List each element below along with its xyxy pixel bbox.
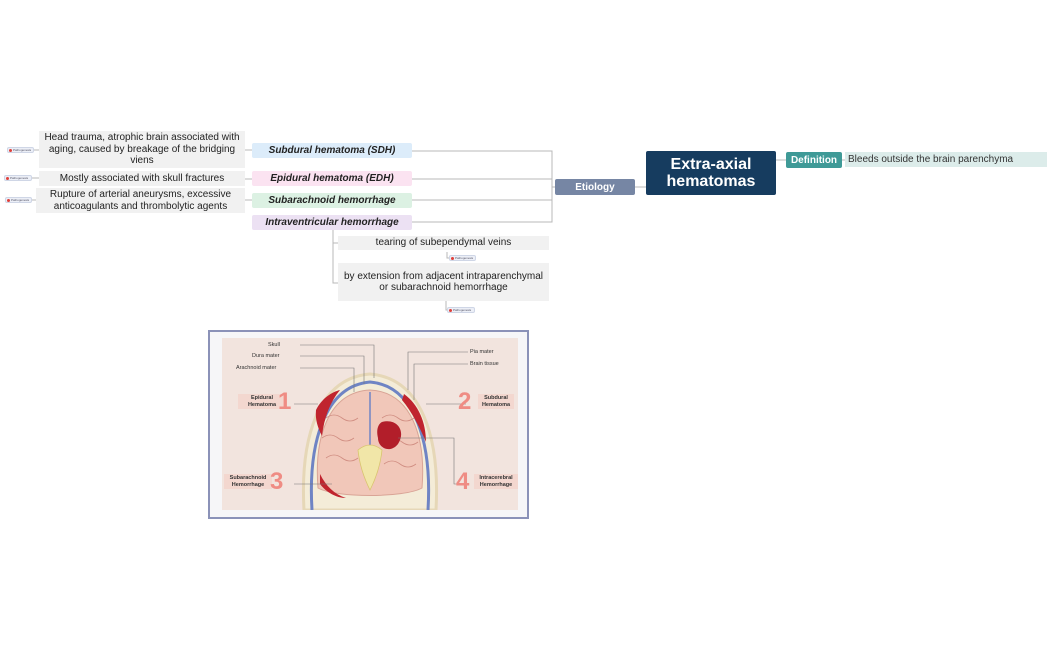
ivh-note-1[interactable]: tearing of subependymal veins <box>338 236 549 250</box>
pathogenesis-tag[interactable]: Pathogenesis <box>4 175 32 181</box>
pathogenesis-tag[interactable]: Pathogenesis <box>5 197 32 203</box>
definition-node[interactable]: Definition <box>786 152 842 168</box>
edh-note[interactable]: Mostly associated with skull fractures <box>39 171 245 186</box>
figure-canvas: Skull Dura mater Arachnoid mater Pia mat… <box>222 338 518 510</box>
subdural-hematoma-node[interactable]: Subdural hematoma (SDH) <box>252 143 412 158</box>
intraventricular-hemorrhage-node[interactable]: Intraventricular hemorrhage <box>252 215 412 230</box>
sdh-note[interactable]: Head trauma, atrophic brain associated w… <box>39 131 245 168</box>
brain-tissue-label: Brain tissue <box>470 361 499 367</box>
pia-mater-label: Pia mater <box>470 349 494 355</box>
epidural-hematoma-label: Epidural Hematoma <box>238 394 286 409</box>
label-number-3: 3 <box>270 468 284 495</box>
epidural-hematoma-node[interactable]: Epidural hematoma (EDH) <box>252 171 412 186</box>
label-number-4: 4 <box>456 468 470 495</box>
dura-mater-label: Dura mater <box>252 353 280 359</box>
ivh-note-2[interactable]: by extension from adjacent intraparenchy… <box>338 263 549 301</box>
red-dot-icon <box>9 148 12 152</box>
central-topic[interactable]: Extra-axial hematomas <box>646 151 776 195</box>
epidural-blood <box>315 390 340 436</box>
definition-text[interactable]: Bleeds outside the brain parenchyma <box>845 152 1047 167</box>
etiology-node[interactable]: Etiology <box>555 179 635 195</box>
subdural-blood <box>402 394 426 442</box>
dura-mater <box>309 380 431 510</box>
brain-illustration <box>294 344 468 510</box>
subdural-hematoma-label: Subdural Hematoma <box>478 394 514 409</box>
red-dot-icon <box>7 198 10 202</box>
subarachnoid-blood <box>320 474 346 498</box>
subarachnoid-hemorrhage-label: Subarachnoid Hemorrhage <box>224 474 272 489</box>
intracerebral-blood <box>377 421 402 450</box>
arachnoid-mater-label: Arachnoid mater <box>236 365 277 371</box>
label-number-1: 1 <box>278 388 292 415</box>
pathogenesis-tag[interactable]: Pathogenesis <box>449 255 476 261</box>
pathogenesis-tag[interactable]: Pathogenesis <box>447 307 475 313</box>
skull-label: Skull <box>268 342 280 348</box>
brain-hemorrhage-figure[interactable]: Skull Dura mater Arachnoid mater Pia mat… <box>208 330 529 519</box>
red-dot-icon <box>449 308 452 312</box>
red-dot-icon <box>451 256 454 260</box>
pathogenesis-tag[interactable]: Pathogenesis <box>7 147 34 153</box>
sah-note[interactable]: Rupture of arterial aneurysms, excessive… <box>36 188 245 213</box>
subarachnoid-hemorrhage-node[interactable]: Subarachnoid hemorrhage <box>252 193 412 208</box>
ventricles <box>357 444 383 491</box>
intracerebral-hemorrhage-label: Intracerebral Hemorrhage <box>474 474 518 489</box>
label-number-2: 2 <box>458 388 472 415</box>
red-dot-icon <box>6 176 9 180</box>
